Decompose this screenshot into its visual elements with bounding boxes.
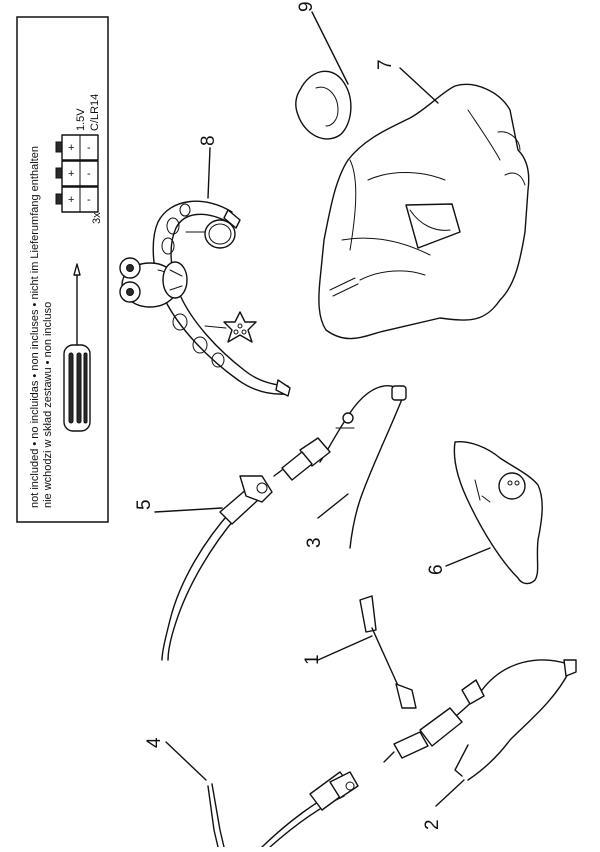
- notice-line-1: not included • no incluidas • non inclus…: [29, 146, 41, 508]
- battery-type: C/LR14: [89, 94, 101, 131]
- screwdriver-icon: [63, 263, 91, 432]
- part-5-curved-leg: 5: [134, 475, 273, 661]
- part-label-8: 8: [198, 135, 219, 146]
- part-label-3: 3: [304, 537, 325, 548]
- part-2-long-frame: 2: [383, 659, 577, 830]
- notice-line-2: nie wchodzi w skład zestawu • non inclus…: [42, 302, 54, 508]
- svg-text:-: -: [87, 194, 91, 206]
- part-label-5: 5: [134, 499, 155, 510]
- part-1-connector-rod: 1: [302, 595, 417, 709]
- part-label-4: 4: [144, 737, 165, 748]
- part-label-2: 2: [422, 819, 443, 830]
- battery-voltage: 1.5V: [75, 108, 87, 131]
- part-6-base: 6: [426, 441, 543, 585]
- part-7-seat-cover: 7: [318, 59, 530, 340]
- svg-text:+: +: [68, 142, 74, 154]
- part-label-7: 7: [375, 59, 396, 70]
- part-4-leg: 4: [144, 737, 359, 848]
- svg-text:-: -: [87, 168, 91, 180]
- part-8-toy-bar: 8: [119, 135, 291, 397]
- part-label-1: 1: [302, 654, 323, 665]
- svg-text:+: +: [68, 194, 74, 206]
- part-9-cap: 9: [295, 1, 352, 140]
- part-label-9: 9: [296, 1, 317, 12]
- part-3-frame-tube: 3: [273, 385, 407, 549]
- svg-text:+: +: [68, 168, 74, 180]
- svg-text:-: -: [87, 142, 91, 154]
- not-included-box: not included • no incluidas • non inclus…: [16, 16, 109, 523]
- part-label-6: 6: [426, 564, 447, 575]
- battery-icon: + - + - + -: [55, 134, 99, 213]
- battery-count: 3x: [91, 212, 103, 224]
